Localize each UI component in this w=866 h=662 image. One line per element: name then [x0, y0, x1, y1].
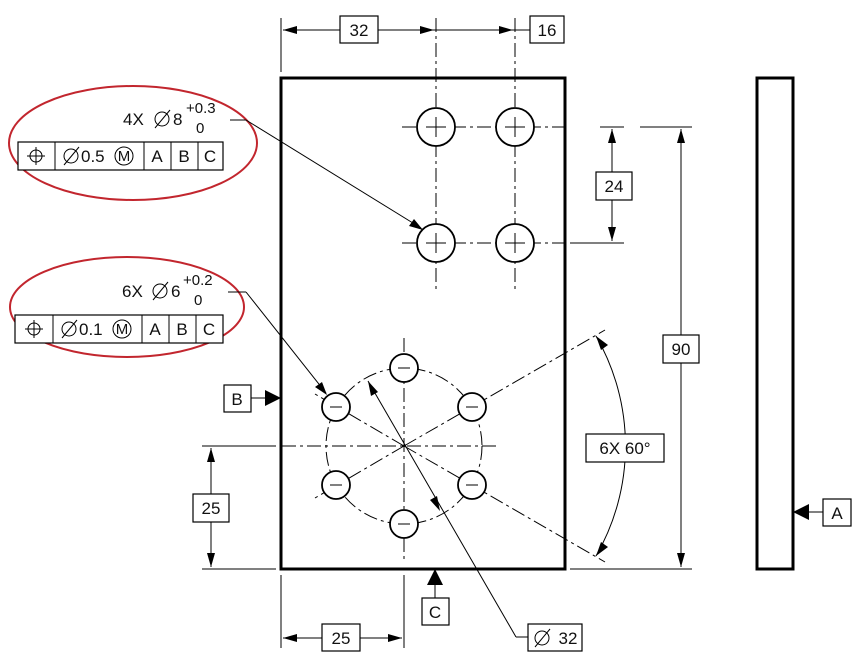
highlight-ellipse [8, 85, 258, 201]
fcf-small-datum-1: A [149, 320, 161, 339]
callout-large-tol-lower: 0 [196, 120, 204, 137]
hole-spacing-dimension: 24 [570, 126, 633, 244]
highlight-ellipse [9, 256, 245, 358]
callout-small-prefix: 6X [122, 282, 143, 301]
diameter-symbol-icon [61, 319, 78, 339]
dim-top-left: 32 [350, 21, 369, 40]
small-holes [321, 353, 487, 539]
bolt-circle-dimension: 32 [367, 380, 583, 652]
fcf-large-tolerance: 0.5 [81, 147, 105, 166]
bottom-offset-dimension: 25 [280, 575, 405, 652]
datum-b: B [223, 384, 281, 413]
dim-left-offset: 25 [202, 499, 221, 518]
left-offset-dimension: 25 [192, 445, 276, 570]
fcf-large-datum-2: B [178, 147, 189, 166]
fcf-large-modifier: M [118, 148, 131, 165]
dim-bolt-circle: 32 [559, 629, 578, 648]
overall-height-dimension: 90 [570, 126, 700, 570]
mmc-modifier-icon [114, 146, 134, 166]
diameter-symbol-icon [154, 109, 171, 129]
bolt-circle [282, 329, 606, 563]
fcf-small-modifier: M [116, 321, 129, 338]
callout-small-nominal: 6 [171, 282, 180, 301]
diameter-symbol-icon [534, 628, 551, 648]
fcf-small-tolerance: 0.1 [79, 320, 103, 339]
angle-dimension: 6X 60° [585, 335, 665, 557]
plate-front-view [279, 76, 567, 571]
plate-side-view [755, 76, 795, 571]
feature-control-frame: 0.1 M A B C [14, 314, 224, 344]
feature-control-frame: 0.5 M A B C [17, 141, 224, 171]
dim-overall-height: 90 [672, 340, 691, 359]
top-dimensions: 32 16 [280, 15, 565, 72]
callout-large-holes: 4X 8 +0.3 0 0.5 [8, 85, 423, 230]
datum-a: A [793, 498, 852, 527]
datum-c: C [421, 569, 450, 626]
callout-large-prefix: 4X [123, 110, 144, 129]
position-tolerance-icon [25, 320, 43, 338]
mmc-modifier-icon [112, 319, 132, 339]
diameter-symbol-icon [63, 146, 80, 166]
fcf-large-datum-3: C [204, 147, 216, 166]
callout-large-nominal: 8 [173, 110, 182, 129]
dim-bottom-offset: 25 [332, 629, 351, 648]
dim-hole-spacing: 24 [605, 177, 624, 196]
dim-top-right: 16 [538, 21, 557, 40]
datum-c-label: C [429, 603, 441, 622]
fcf-small-datum-2: B [176, 320, 187, 339]
position-tolerance-icon [27, 147, 45, 165]
callout-small-tol-lower: 0 [194, 292, 202, 309]
dim-angle: 6X 60° [599, 439, 650, 458]
callout-small-holes: 6X 6 +0.2 0 0.1 [9, 256, 327, 395]
datum-a-label: A [831, 504, 843, 523]
fcf-large-datum-1: A [151, 147, 163, 166]
callout-large-tol-upper: +0.3 [186, 100, 216, 117]
fcf-small-datum-3: C [203, 320, 215, 339]
diameter-symbol-icon [152, 281, 169, 301]
large-holes [416, 107, 535, 263]
callout-small-tol-upper: +0.2 [183, 272, 213, 289]
datum-b-label: B [231, 390, 242, 409]
